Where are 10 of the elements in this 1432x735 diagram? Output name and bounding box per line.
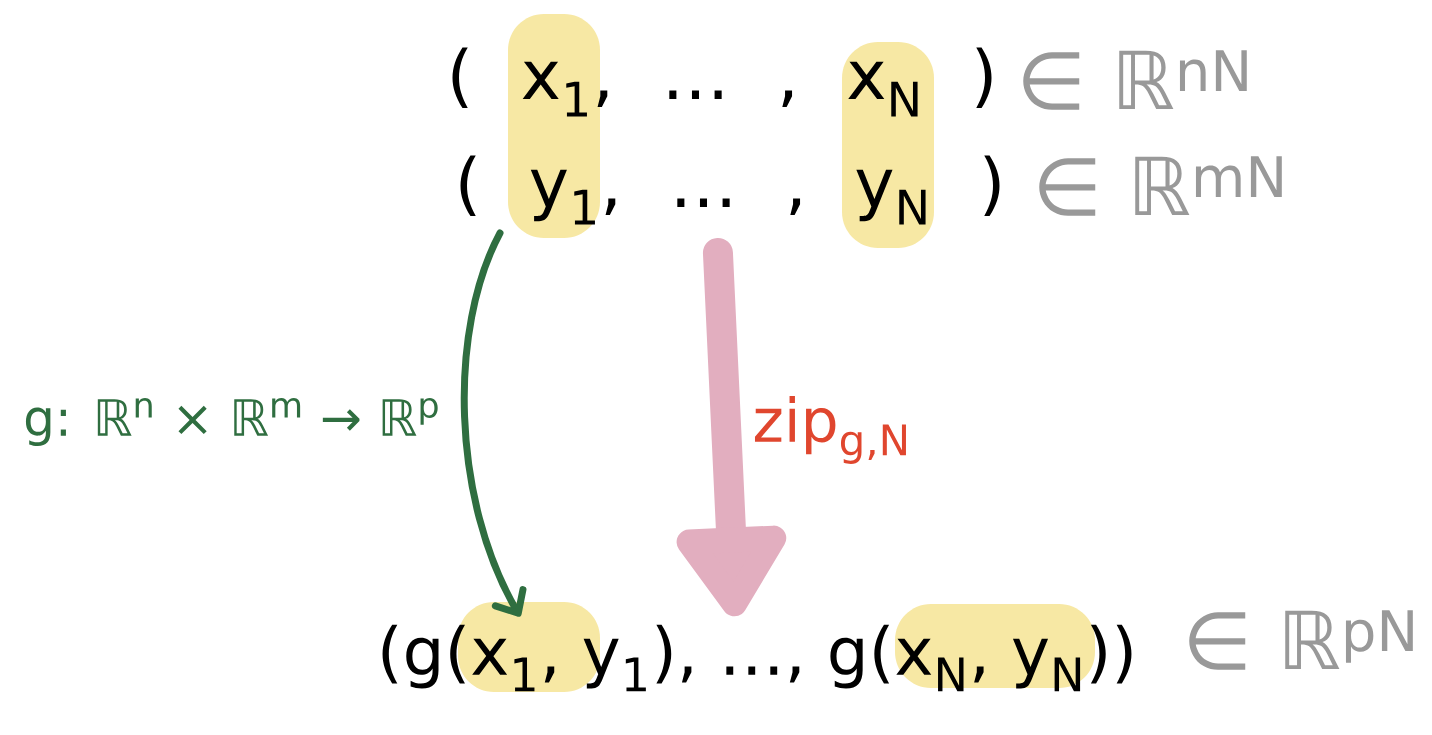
- math-expression: ( x$_{1}$, … , x$_{N}$ ): [452, 47, 992, 117]
- set-membership-label: ∈ ℝ$^{nN}$: [1023, 50, 1247, 110]
- curved-arrow: [461, 229, 527, 617]
- math-expression: ( y$_{1}$, … , y$_{N}$ ): [460, 155, 1000, 225]
- thick-arrow: [676, 237, 787, 617]
- math-expression: (g(x$_{1}$, y$_{1}$), …, g(x$_{N}$, y$_{N}$)): [382, 624, 1132, 692]
- set-membership-label: ∈ ℝ$^{pN}$: [1189, 610, 1413, 670]
- set-membership-label: ∈ ℝ$^{mN}$: [1039, 156, 1282, 216]
- edge-label: g: ℝ$^{n}$ × ℝ$^{m}$ → ℝ$^{p}$: [25, 397, 438, 447]
- edge-label: zip$_{g,N}$: [755, 396, 906, 464]
